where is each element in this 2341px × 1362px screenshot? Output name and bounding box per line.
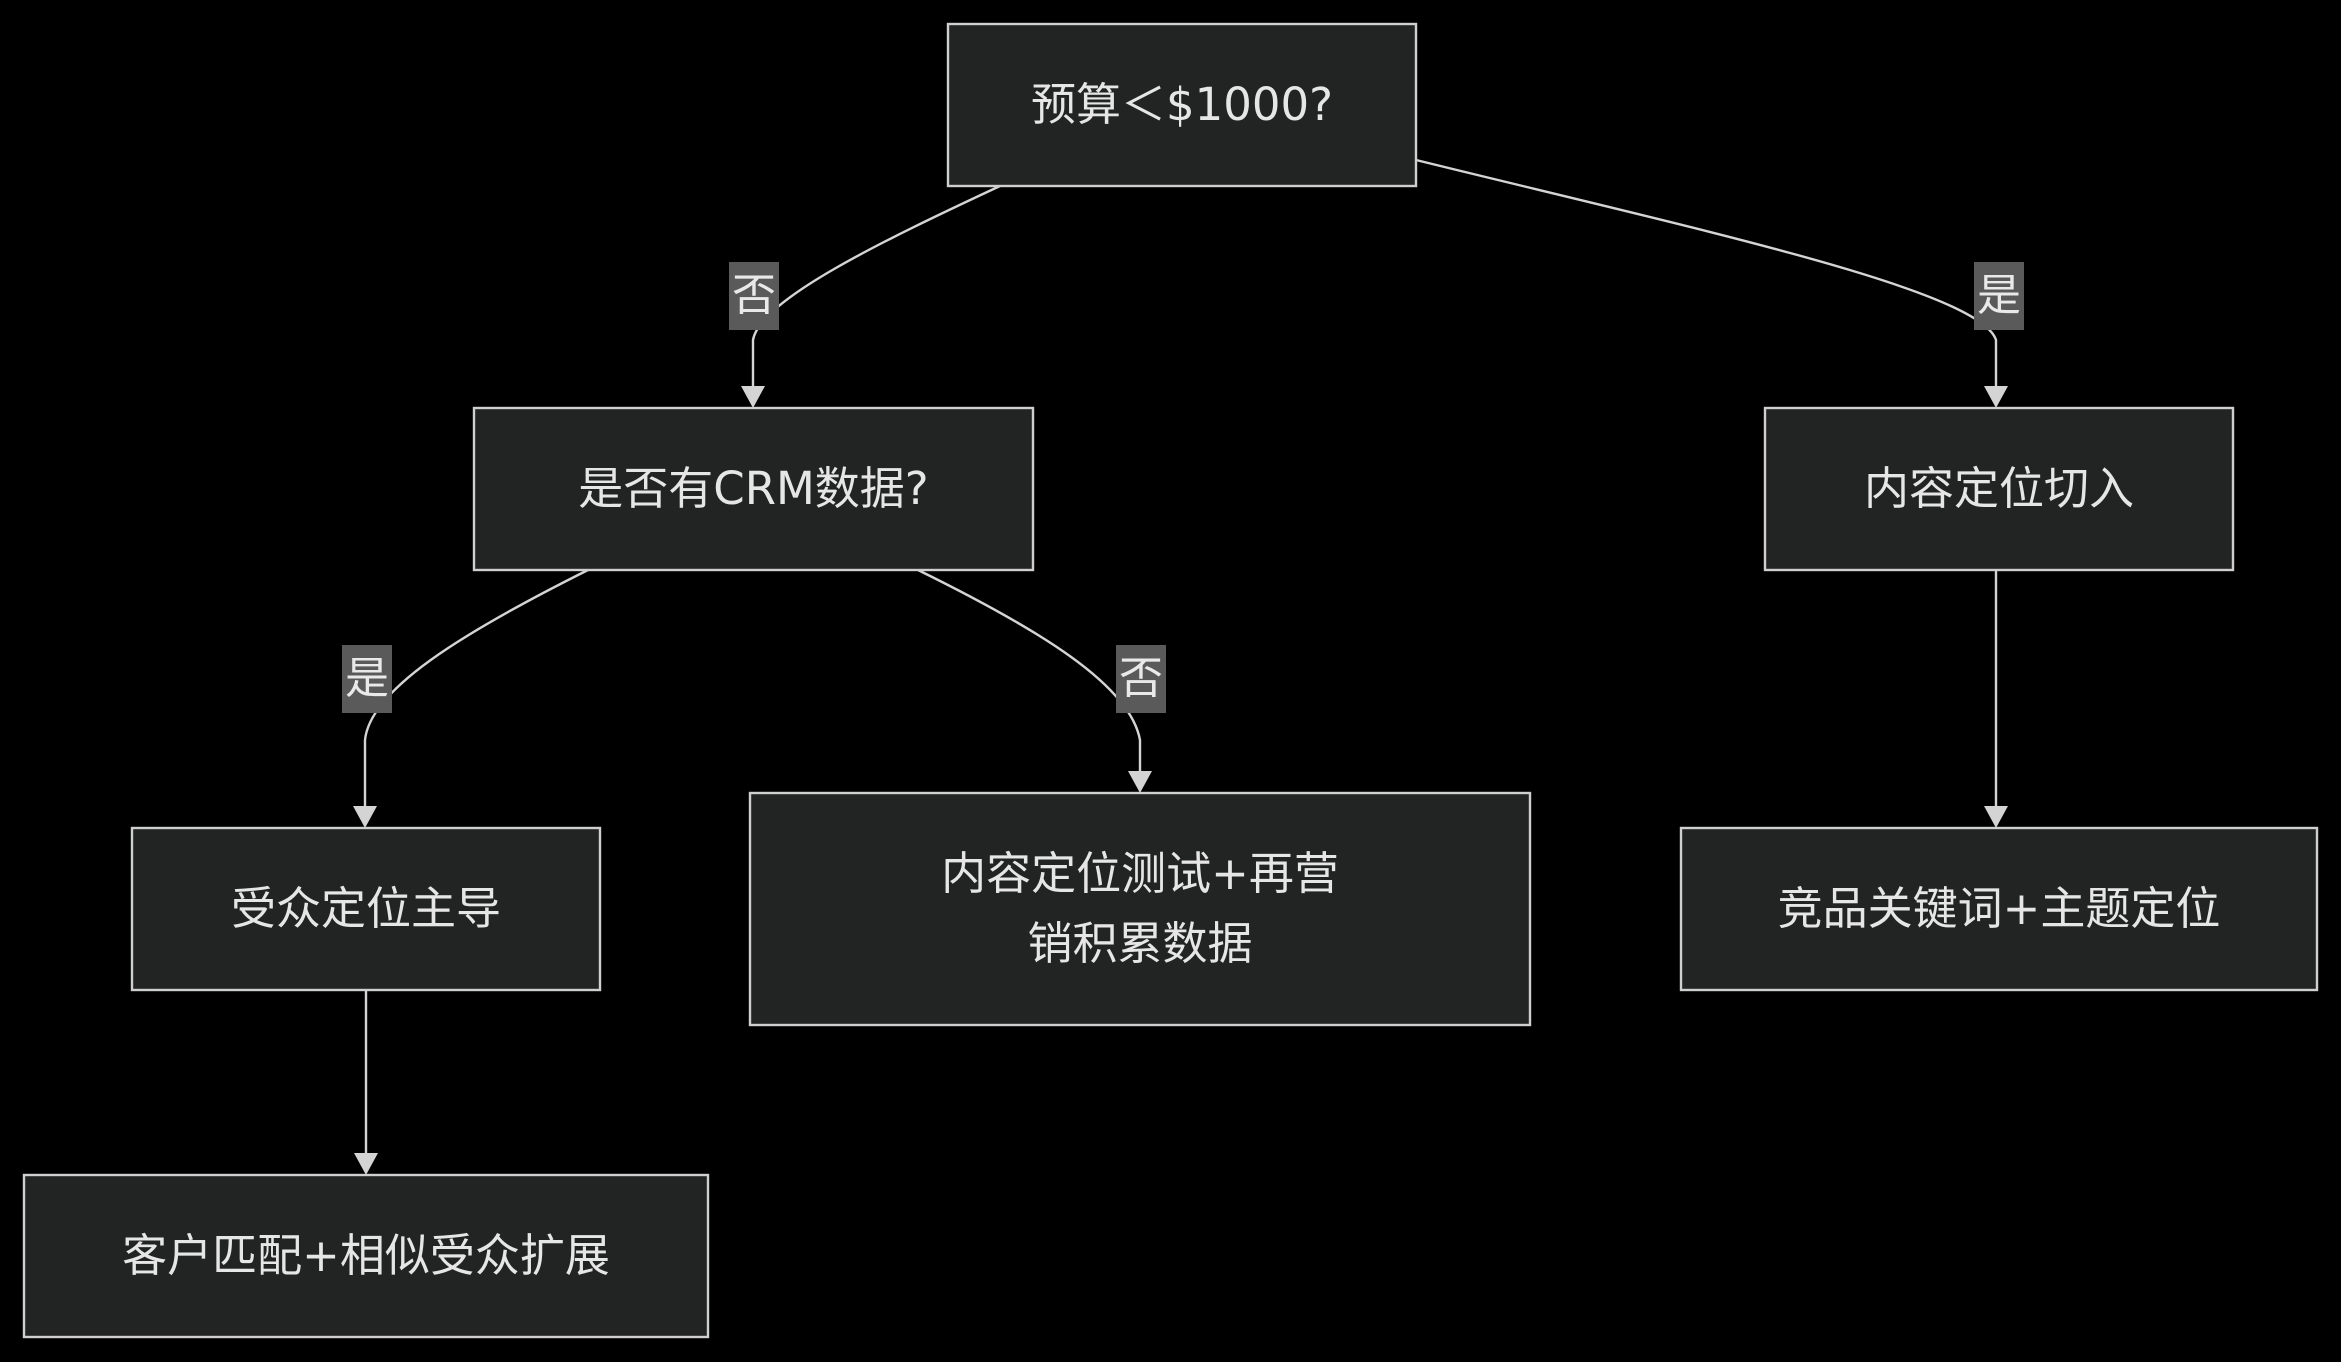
node-budget-label: 预算＜$1000? [1030,78,1334,131]
edge-label-budget-no: 否 [729,262,779,330]
edge-crm-to-audience-led [363,568,589,810]
node-audience-led[interactable]: 受众定位主导 [132,828,600,990]
edge-budget-to-crm [751,184,1001,390]
arrow-crm-to-content-test [1128,771,1152,793]
edge-label-crm-no: 否 [1116,645,1166,713]
arrow-audience-led-to-customer-match [354,1153,378,1175]
node-customer-match[interactable]: 客户匹配+相似受众扩展 [24,1175,708,1337]
arrow-crm-to-audience-led [353,806,377,828]
node-crm-label: 是否有CRM数据? [578,462,929,515]
node-competitor[interactable]: 竞品关键词+主题定位 [1681,828,2317,990]
arrow-budget-to-crm [741,386,765,408]
node-audience-led-box [130,826,602,992]
node-competitor-label: 竞品关键词+主题定位 [1777,882,2221,935]
arrow-content-entry-to-competitor [1984,806,2008,828]
node-crm-box [472,406,1035,572]
node-customer-match-label: 客户匹配+相似受众扩展 [122,1229,610,1282]
node-content-entry-box [1763,406,2235,572]
arrow-budget-to-content-entry [1984,386,2008,408]
edge-label-budget-yes: 是 [1974,262,2024,330]
node-competitor-box [1679,826,2319,992]
node-crm[interactable]: 是否有CRM数据? [474,408,1033,570]
node-audience-led-label: 受众定位主导 [230,882,501,935]
node-content-entry-label: 内容定位切入 [1863,462,2134,515]
node-budget-box [946,22,1418,188]
edge-label-crm-yes: 是 [342,645,392,713]
node-content-entry[interactable]: 内容定位切入 [1765,408,2233,570]
node-customer-match-box [22,1173,710,1339]
node-content-test-label: 内容定位测试+再营销积累数据 [941,847,1339,970]
node-content-test[interactable]: 内容定位测试+再营销积累数据 [750,793,1530,1025]
edge-crm-to-content-test [917,568,1142,775]
node-content-test-box [748,791,1532,1027]
node-budget[interactable]: 预算＜$1000? [948,24,1416,186]
edge-budget-to-content-entry [1415,158,1998,390]
